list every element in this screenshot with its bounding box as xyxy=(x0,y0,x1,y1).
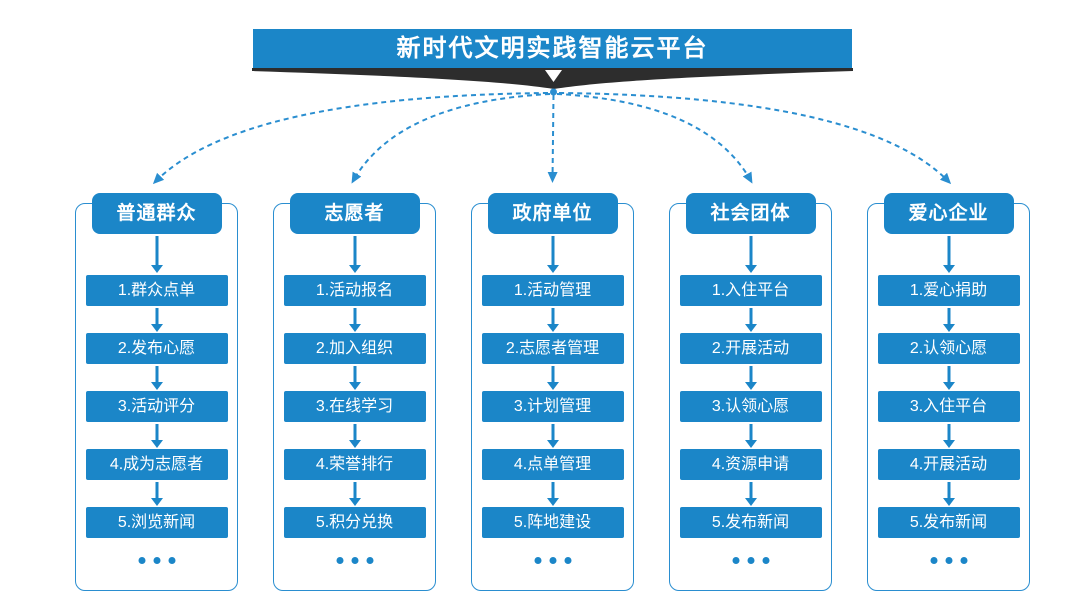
down-arrow-icon xyxy=(150,308,164,332)
flow-step: 3.入住平台 xyxy=(877,391,1020,422)
down-arrow-icon xyxy=(546,424,560,448)
flow-step: 3.活动评分 xyxy=(85,391,228,422)
ellipsis-icon xyxy=(930,557,967,564)
ellipsis-icon xyxy=(138,557,175,564)
down-arrow-icon xyxy=(546,482,560,506)
flow-step: 1.活动报名 xyxy=(283,275,426,306)
platform-title-banner: 新时代文明实践智能云平台 xyxy=(253,29,852,68)
dark-ribbon-shape xyxy=(252,68,853,89)
down-arrow-icon xyxy=(150,236,164,273)
flow-step: 4.成为志愿者 xyxy=(85,449,228,480)
flow-step: 5.发布新闻 xyxy=(679,507,822,538)
flow-step: 3.在线学习 xyxy=(283,391,426,422)
down-arrow-icon xyxy=(150,424,164,448)
flow-step: 5.浏览新闻 xyxy=(85,507,228,538)
flow-step: 3.计划管理 xyxy=(481,391,624,422)
down-arrow-icon xyxy=(348,308,362,332)
down-arrow-icon xyxy=(744,424,758,448)
branch-arrow-1 xyxy=(152,92,549,185)
flow-step: 2.加入组织 xyxy=(283,333,426,364)
flow-step: 1.群众点单 xyxy=(85,275,228,306)
down-arrow-icon xyxy=(942,308,956,332)
column-government-unit: 政府单位 1.活动管理 2.志愿者管理 3.计划管理 4.点单管理 5.阵地建设 xyxy=(471,193,634,591)
down-arrow-icon xyxy=(348,236,362,273)
flow-step: 5.阵地建设 xyxy=(481,507,624,538)
branch-arrow-5 xyxy=(558,92,952,185)
down-arrow-icon xyxy=(942,424,956,448)
flow-step: 2.开展活动 xyxy=(679,333,822,364)
flow-step: 1.入住平台 xyxy=(679,275,822,306)
down-arrow-icon xyxy=(942,236,956,273)
flow-step: 4.开展活动 xyxy=(877,449,1020,480)
flow-step: 1.爱心捐助 xyxy=(877,275,1020,306)
column-social-group: 社会团体 1.入住平台 2.开展活动 3.认领心愿 4.资源申请 5.发布新闻 xyxy=(669,193,832,591)
down-arrow-icon xyxy=(348,482,362,506)
down-arrow-icon xyxy=(150,366,164,390)
flow-step: 5.发布新闻 xyxy=(877,507,1020,538)
ellipsis-icon xyxy=(336,557,373,564)
flow-step: 2.发布心愿 xyxy=(85,333,228,364)
flow-step: 4.资源申请 xyxy=(679,449,822,480)
column-volunteer: 志愿者 1.活动报名 2.加入组织 3.在线学习 4.荣誉排行 5.积分兑换 xyxy=(273,193,436,591)
down-arrow-icon xyxy=(744,366,758,390)
down-arrow-icon xyxy=(546,308,560,332)
down-arrow-icon xyxy=(744,482,758,506)
branch-arrow-3 xyxy=(547,94,558,183)
down-arrow-icon xyxy=(744,308,758,332)
column-title: 普通群众 xyxy=(91,193,222,234)
down-arrow-icon xyxy=(744,236,758,273)
branch-arrow-2 xyxy=(351,93,551,184)
flow-step: 1.活动管理 xyxy=(481,275,624,306)
down-arrow-icon xyxy=(546,236,560,273)
column-ordinary-public: 普通群众 1.群众点单 2.发布心愿 3.活动评分 4.成为志愿者 5.浏览新闻 xyxy=(75,193,238,591)
flow-step: 3.认领心愿 xyxy=(679,391,822,422)
branch-arrow-4 xyxy=(556,93,753,184)
column-caring-enterprise: 爱心企业 1.爱心捐助 2.认领心愿 3.入住平台 4.开展活动 5.发布新闻 xyxy=(867,193,1030,591)
column-title: 爱心企业 xyxy=(883,193,1014,234)
flow-step: 5.积分兑换 xyxy=(283,507,426,538)
down-arrow-icon xyxy=(942,366,956,390)
flow-step: 2.志愿者管理 xyxy=(481,333,624,364)
down-arrow-icon xyxy=(150,482,164,506)
column-title: 社会团体 xyxy=(685,193,816,234)
flow-step: 4.点单管理 xyxy=(481,449,624,480)
down-arrow-icon xyxy=(348,424,362,448)
column-title: 志愿者 xyxy=(289,193,420,234)
down-arrow-icon xyxy=(942,482,956,506)
column-title: 政府单位 xyxy=(487,193,618,234)
flow-step: 4.荣誉排行 xyxy=(283,449,426,480)
down-arrow-icon xyxy=(546,366,560,390)
ellipsis-icon xyxy=(732,557,769,564)
funnel-down-arrow-icon xyxy=(545,70,562,82)
down-arrow-icon xyxy=(348,366,362,390)
ellipsis-icon xyxy=(534,557,571,564)
flow-step: 2.认领心愿 xyxy=(877,333,1020,364)
branch-origin-dot xyxy=(550,88,557,96)
